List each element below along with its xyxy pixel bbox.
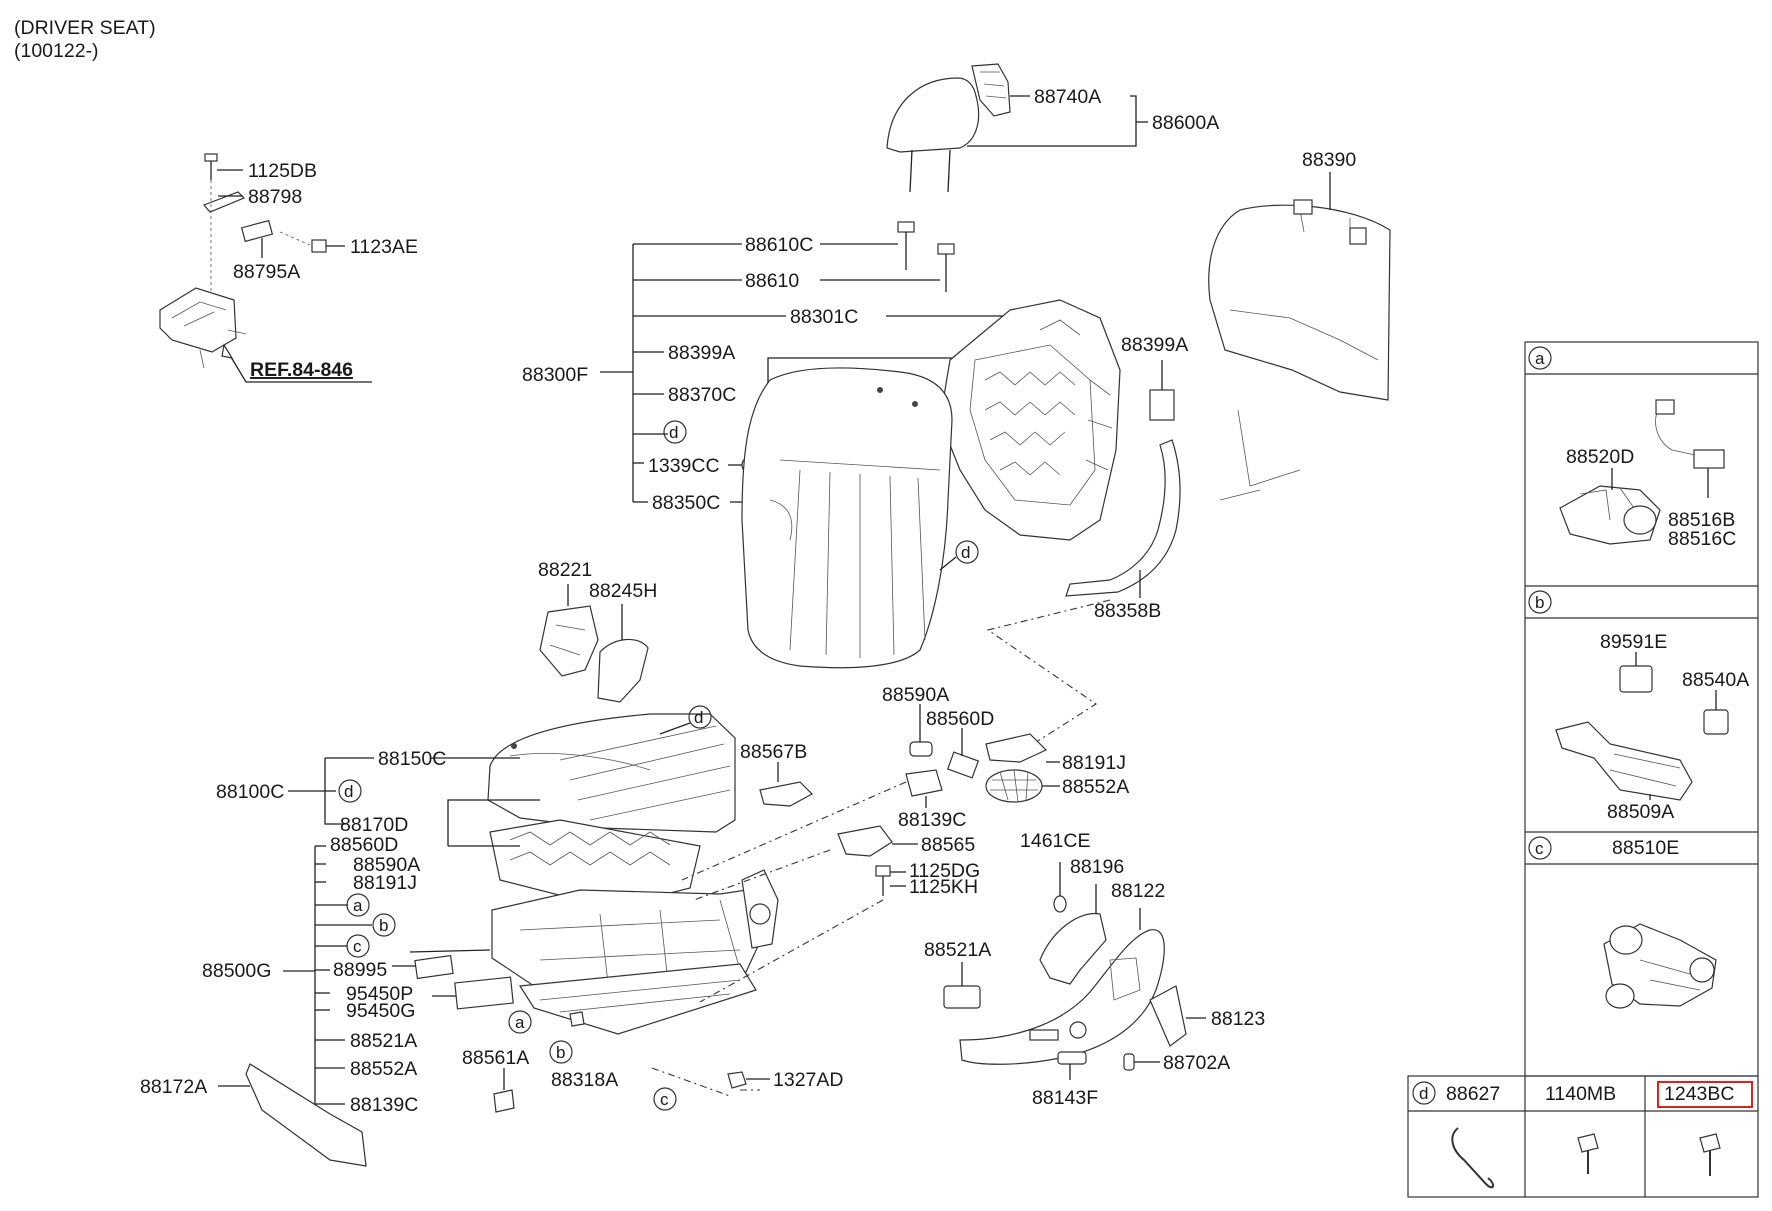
label-88560D-tree: 88560D [330,834,398,856]
label-88139C-center: 88139C [898,809,966,831]
air-duct [986,360,1181,747]
label-88172A: 88172A [140,1076,207,1098]
label-88560D-center: 88560D [926,708,994,730]
trim-88172A [218,1063,367,1167]
label-1327AD: 1327AD [773,1069,843,1091]
label-88301C: 88301C [790,306,858,328]
label-88552A-tree: 88552A [350,1058,417,1080]
label-88123: 88123 [1211,1008,1265,1030]
back-panel [1208,172,1391,501]
label-88221: 88221 [538,559,592,581]
label-88370C: 88370C [668,384,736,406]
label-88516B: 88516B [1668,509,1735,531]
label-88521A-tree: 88521A [350,1030,417,1052]
panel-b-letter: b [1535,593,1544,612]
diagram-date-range: (100122-) [14,40,99,62]
label-88191J-tree: 88191J [353,872,417,894]
seat-tree [283,705,712,1105]
label-88170D: 88170D [340,814,408,836]
callout-d-tree: d [669,423,678,442]
label-88191J-center: 88191J [1062,752,1126,774]
label-88702A: 88702A [1163,1052,1230,1074]
panel-a-letter: a [1535,349,1545,368]
label-95450P: 95450P [346,983,413,1005]
label-1461CE: 1461CE [1020,830,1090,852]
callout-b-tree: b [379,916,388,935]
label-95450G: 95450G [346,1000,415,1022]
table-col-1140MB: 1140MB [1545,1083,1616,1105]
label-88552A-center: 88552A [1062,776,1129,798]
label-1125KH: 1125KH [909,876,978,898]
side-shield [943,862,1206,1080]
label-88245H: 88245H [589,580,657,602]
label-1123AE: 1123AE [350,236,418,258]
label-88610C: 88610C [745,234,813,256]
label-88516C: 88516C [1668,528,1736,550]
callout-d-backrest: d [961,543,970,562]
label-88520D: 88520D [1566,446,1634,468]
headrest [886,63,1148,292]
label-88350C: 88350C [652,492,720,514]
label-88399A-left: 88399A [668,342,735,364]
label-88561A: 88561A [462,1047,529,1069]
seat-frame [491,869,779,1035]
seat-pad [489,819,701,909]
label-88143F: 88143F [1032,1087,1098,1109]
label-88590A-tree: 88590A [353,854,420,876]
label-88798: 88798 [248,186,302,208]
callout-b-seat: b [556,1043,565,1062]
panel-c-letter: c [1535,839,1544,858]
backrest-frame [939,299,1121,541]
label-88509A: 88509A [1607,801,1674,823]
center-parts [681,704,1060,1003]
label-88795A: 88795A [233,261,300,283]
label-89591E: 89591E [1600,631,1667,653]
callout-d-cushion: d [694,708,703,727]
label-88358B: 88358B [1094,600,1161,622]
label-88510E: 88510E [1612,837,1679,859]
callout-c-tree: c [353,937,362,956]
label-88540A: 88540A [1682,669,1749,691]
backrest-cushion [741,367,953,669]
callout-d-seat: d [344,782,353,801]
table-col-1243BC: 1243BC [1664,1083,1734,1105]
label-88500G: 88500G [202,960,271,982]
diagram-title: (DRIVER SEAT) [14,17,156,39]
label-88300F: 88300F [522,364,588,386]
label-88740A: 88740A [1034,86,1101,108]
bracket-assembly [159,153,372,383]
label-88399A-duct: 88399A [1121,334,1188,356]
label-88318A: 88318A [551,1069,618,1091]
side-covers [539,584,649,703]
callout-c-seat: c [660,1090,669,1109]
label-88610: 88610 [745,270,799,292]
callout-a-tree: a [353,896,363,915]
label-88567B: 88567B [740,741,807,763]
label-88122: 88122 [1111,880,1165,902]
label-88196: 88196 [1070,856,1124,878]
seat-cushion [487,713,736,833]
label-1125DB: 1125DB [248,160,317,182]
nut-1327AD [651,1067,770,1111]
label-88995: 88995 [333,959,387,981]
label-88590A-center: 88590A [882,684,949,706]
label-88600A: 88600A [1152,112,1219,134]
clip-88561A [493,1010,585,1113]
table-letter: d [1419,1084,1428,1103]
label-88139C-tree: 88139C [350,1094,418,1116]
table-col-88627: 88627 [1446,1083,1500,1105]
label-1339CC: 1339CC [648,455,720,477]
bottom-table [1407,1075,1759,1198]
label-88521A-center: 88521A [924,939,991,961]
label-88150C: 88150C [378,748,446,770]
side-panel [1524,341,1759,1077]
label-88565: 88565 [921,834,975,856]
label-88100C: 88100C [216,781,284,803]
ref-label: REF.84-846 [250,359,353,381]
callout-a-seat: a [515,1013,525,1032]
label-1125DG: 1125DG [909,860,980,882]
label-88390: 88390 [1302,149,1356,171]
